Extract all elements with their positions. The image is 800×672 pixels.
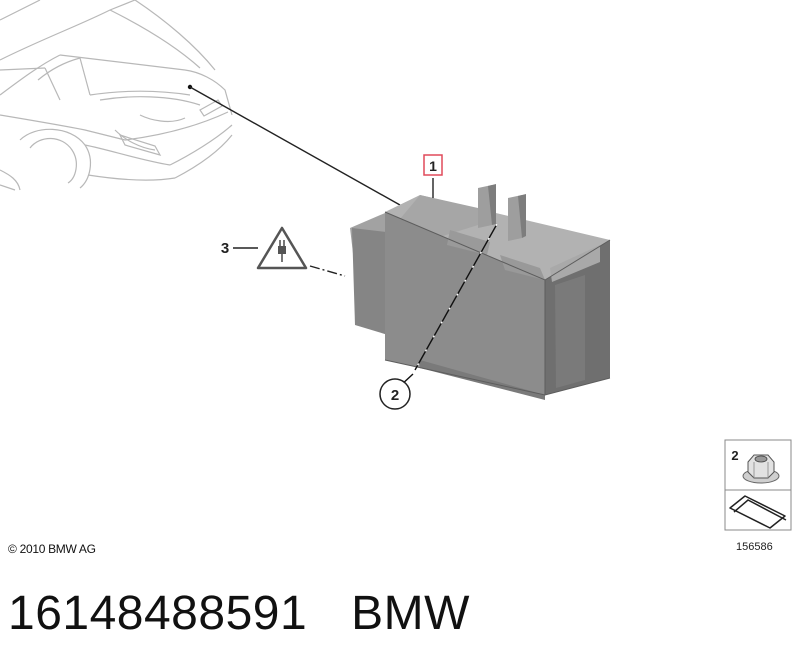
location-leader-line	[189, 86, 401, 206]
parts-diagram: 1 2 3 2	[0, 0, 792, 531]
vehicle-outline	[0, 0, 233, 191]
copyright-notice: © 2010 BMW AG	[8, 542, 96, 556]
callout-1-box[interactable]	[423, 154, 443, 176]
control-unit-part	[350, 184, 611, 400]
callout-3-label[interactable]: 3	[221, 240, 229, 257]
install-direction-arrow-icon	[729, 495, 787, 529]
fastener-axis-line	[414, 223, 498, 371]
connector-leader-line	[309, 265, 346, 277]
parts-legend: 2	[724, 439, 792, 531]
image-id: 156586	[736, 541, 773, 553]
legend-item-number: 2	[731, 448, 738, 463]
part-caption: 16148488591 BMW	[8, 586, 470, 646]
callout-2-label: 2	[391, 387, 399, 404]
callout-2-circle[interactable]	[379, 378, 411, 410]
electric-plug-warning-icon	[256, 226, 308, 270]
hex-flange-nut-icon	[742, 454, 780, 484]
brand-name: BMW	[351, 587, 470, 640]
part-number: 16148488591	[8, 587, 308, 640]
callout-1-label: 1	[429, 158, 437, 174]
